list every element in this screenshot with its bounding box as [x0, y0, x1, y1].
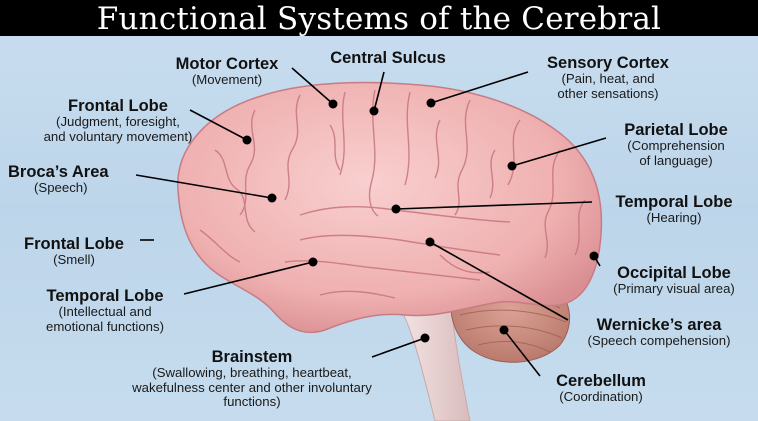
label-name: Brainstem [211, 348, 293, 366]
leader-brocas-area [135, 174, 273, 199]
label-desc: other sensations) [557, 85, 659, 101]
label-brainstem: Brainstem (Swallowing, breathing, heartb… [132, 348, 372, 410]
dot-cerebellum [499, 325, 509, 335]
label-name: Frontal Lobe [68, 97, 168, 115]
leader-temporal-lobe-1 [395, 201, 593, 210]
label-desc: (Comprehension [627, 138, 725, 153]
diagram-title: Functional Systems of the Cerebral [96, 1, 662, 37]
label-desc: emotional functions) [45, 318, 165, 334]
label-name: Cerebellum [556, 372, 646, 390]
label-name: Temporal Lobe [615, 193, 733, 211]
label-desc: (Judgment, foresight, [56, 114, 180, 129]
label-motor-cortex: Motor Cortex (Movement) [162, 55, 292, 88]
label-desc: (Speech) [34, 180, 88, 195]
label-name: Broca’s Area [8, 163, 109, 181]
dot-central-sulcus [369, 106, 379, 116]
leader-cerebellum [503, 329, 541, 377]
label-desc: (Intellectual and [58, 304, 152, 319]
leader-temporal-lobe-2 [183, 261, 314, 295]
dot-brocas-area [267, 193, 277, 203]
label-brocas-area: Broca’s Area (Speech) [8, 163, 138, 196]
label-frontal-lobe-judgment: Frontal Lobe (Judgment, foresight, and v… [18, 97, 218, 144]
label-temporal-lobe-intellectual: Temporal Lobe (Intellectual and emotiona… [20, 287, 190, 334]
brainstem-shape [393, 299, 471, 421]
label-desc: (Hearing) [646, 210, 702, 225]
label-desc: (Smell) [53, 252, 95, 267]
label-desc: wakefulness center and other involuntary [132, 379, 372, 395]
label-temporal-lobe-hearing: Temporal Lobe (Hearing) [594, 193, 754, 226]
dot-brainstem [420, 333, 430, 343]
label-name: Occipital Lobe [617, 264, 731, 282]
label-parietal-lobe: Parietal Lobe (Comprehension of language… [606, 121, 746, 168]
label-wernickes-area: Wernicke’s area (Speech compehension) [562, 316, 756, 349]
leader-wernickes-area [429, 241, 569, 321]
label-desc: (Swallowing, breathing, heartbeat, [152, 365, 352, 380]
label-name: Temporal Lobe [46, 287, 164, 305]
label-name: Parietal Lobe [624, 121, 728, 139]
leader-parietal-lobe [511, 137, 607, 167]
label-name: Motor Cortex [175, 55, 279, 73]
label-name: Wernicke’s area [596, 316, 722, 334]
dot-motor-cortex [328, 99, 338, 109]
dot-sensory-cortex [426, 98, 436, 108]
label-desc: (Coordination) [559, 389, 643, 404]
leader-motor-cortex [291, 67, 334, 105]
leader-brainstem [371, 337, 426, 358]
label-name: Sensory Cortex [547, 54, 669, 72]
dot-parietal-lobe [507, 161, 517, 171]
dot-occipital-lobe [589, 251, 599, 261]
leader-dots [242, 98, 599, 343]
dot-wernickes-area [425, 237, 435, 247]
label-desc: (Pain, heat, and [561, 71, 655, 86]
leader-lines [135, 67, 607, 377]
label-desc: functions) [223, 394, 281, 409]
leader-central-sulcus [373, 71, 385, 112]
dot-frontal-lobe-1 [242, 135, 252, 145]
label-central-sulcus: Central Sulcus [308, 49, 468, 67]
leader-sensory-cortex [430, 71, 529, 104]
label-desc: and voluntary movement) [43, 128, 193, 144]
label-desc: (Speech compehension) [587, 333, 731, 348]
label-name: Central Sulcus [330, 49, 446, 67]
label-frontal-lobe-smell: Frontal Lobe (Smell) [8, 235, 140, 268]
label-desc: of language) [639, 152, 713, 168]
leader-frontal-lobe-1 [189, 109, 248, 141]
label-cerebellum: Cerebellum (Coordination) [530, 372, 672, 405]
dot-temporal-lobe-1 [391, 204, 401, 214]
label-occipital-lobe: Occipital Lobe (Primary visual area) [596, 264, 752, 297]
label-name: Frontal Lobe [24, 235, 124, 253]
label-sensory-cortex: Sensory Cortex (Pain, heat, and other se… [528, 54, 688, 101]
title-bar: Functional Systems of the Cerebral [0, 0, 758, 37]
cerebrum-shape [177, 81, 603, 334]
label-desc: (Movement) [191, 72, 263, 87]
label-desc: (Primary visual area) [613, 281, 735, 296]
dot-temporal-lobe-2 [308, 257, 318, 267]
